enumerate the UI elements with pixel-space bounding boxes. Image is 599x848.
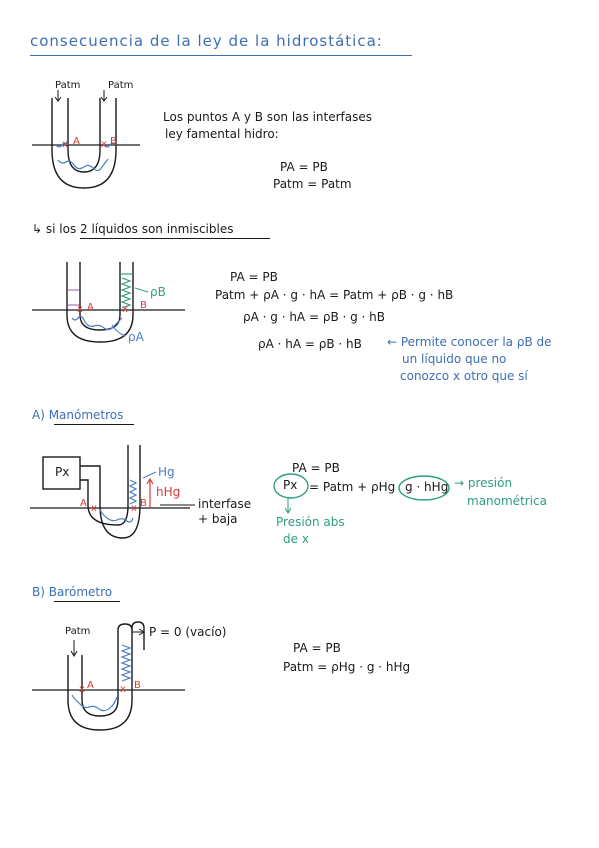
equation-rho-h: ρA · hA = ρB · hB [258, 337, 362, 351]
rho-b-note-line2: un líquido que no [402, 352, 507, 366]
equation-rho-g-h: ρA · g · hA = ρB · g · hB [243, 310, 386, 324]
equation-patm-hg: Patm = ρHg · g · hHg [283, 660, 411, 674]
presion-manometrica-line1: → presión [454, 476, 513, 490]
equation-pa-pb-2: PA = PB [230, 270, 278, 284]
interfaces-note-line1: Los puntos A y B son las interfases [163, 110, 373, 124]
rho-b-label: ρB [150, 285, 166, 299]
equation-px-rest: = Patm + ρHg [309, 480, 396, 494]
svg-text:x: x [131, 503, 137, 514]
svg-text:x: x [122, 304, 128, 315]
equation-pressure-balance: Patm + ρA · g · hA = Patm + ρB · g · hB [215, 288, 454, 302]
point-a-label-4: A [87, 680, 94, 691]
point-b-label: B [110, 136, 117, 147]
svg-text:x: x [101, 139, 107, 150]
equation-g-hhg: g · hHg [405, 480, 449, 494]
manometros-underline [54, 424, 134, 425]
svg-text:x: x [91, 503, 97, 514]
barometro-heading: B) Barómetro [32, 585, 113, 599]
rho-a-label: ρA [128, 330, 144, 344]
point-a-label: A [73, 136, 80, 147]
rho-b-note-line3: conozco x otro que sí [400, 369, 528, 383]
px-tank-label: Px [55, 465, 70, 479]
equation-pa-pb-3: PA = PB [292, 461, 340, 475]
hg-label: Hg [158, 465, 175, 479]
patm-barometer-label: Patm [65, 626, 91, 637]
equation-px-symbol: Px [283, 478, 298, 492]
title-underline [30, 55, 412, 56]
equation-pa-pb: PA = PB [280, 160, 328, 174]
section-inmiscibles-heading: ↳ si los 2 líquidos son inmiscibles [32, 222, 234, 236]
p-zero-vacuum-label: P = 0 (vacío) [149, 625, 227, 639]
section-inmiscibles-underline [80, 238, 270, 239]
point-a-label-2: A [87, 302, 94, 313]
presion-abs-line2: de x [283, 532, 309, 546]
interfase-label-line1: interfase [198, 497, 252, 511]
svg-text:x: x [62, 139, 68, 150]
svg-text:x: x [77, 304, 83, 315]
interfaces-note-line2: ley famental hidro: [165, 127, 279, 141]
point-b-label-3: B [140, 498, 147, 509]
presion-abs-line1: Presión abs [276, 515, 345, 529]
svg-text:x: x [79, 684, 85, 695]
equation-patm: Patm = Patm [273, 177, 352, 191]
point-b-label-4: B [134, 680, 141, 691]
manometros-heading: A) Manómetros [32, 408, 124, 422]
point-a-label-3: A [80, 498, 87, 509]
interfase-label-line2: + baja [198, 512, 238, 526]
equation-pa-pb-4: PA = PB [293, 641, 341, 655]
presion-manometrica-line2: manométrica [467, 494, 547, 508]
point-b-label-2: B [140, 300, 147, 311]
svg-text:x: x [120, 684, 126, 695]
hhg-label: hHg [156, 485, 181, 499]
patm-left-label: Patm [55, 80, 81, 91]
page-title: consecuencia de la ley de la hidrostátic… [30, 32, 383, 50]
rho-b-note-line1: ← Permite conocer la ρB de [387, 335, 552, 349]
patm-right-label: Patm [108, 80, 134, 91]
barometro-underline [54, 601, 120, 602]
